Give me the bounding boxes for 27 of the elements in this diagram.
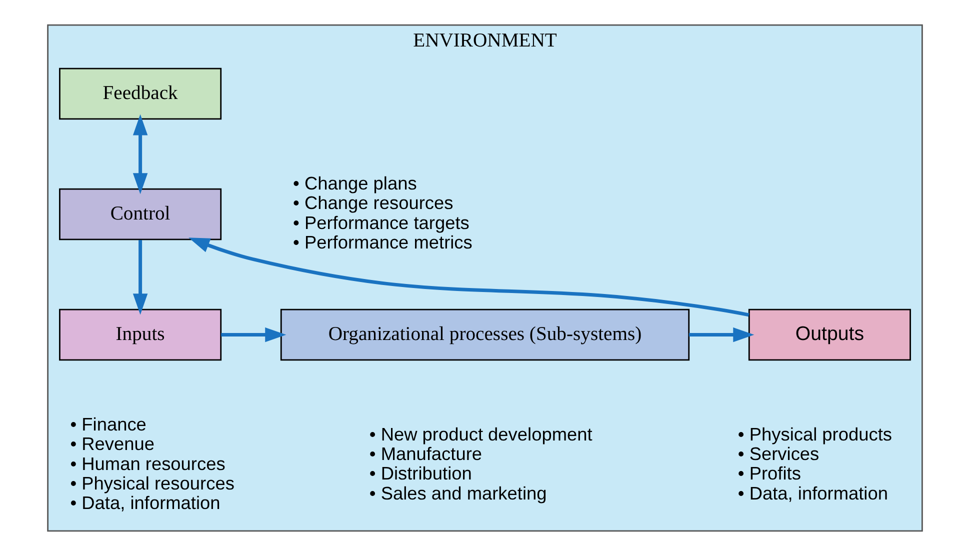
arrow	[132, 114, 148, 194]
node-label: • Sales and marketing	[368, 483, 546, 504]
node-box: Outputs	[748, 308, 910, 361]
node-box: Control	[58, 188, 222, 240]
arrow	[220, 327, 286, 342]
node-label: • New product development	[368, 424, 592, 444]
node-label: • Distribution	[368, 464, 472, 484]
node-label: • Performance metrics	[292, 232, 472, 252]
node-label: • Physical resources	[70, 473, 234, 494]
arrow	[132, 240, 148, 315]
node-box: Organizational processes (Sub-systems)	[280, 308, 690, 361]
node-label: • Physical products	[737, 424, 892, 444]
node-label: • Change plans	[292, 174, 416, 194]
node-label: • Profits	[737, 464, 800, 484]
node-label: • Human resources	[70, 454, 225, 474]
node-label: • Data, information	[70, 493, 220, 514]
node-label: • Services	[737, 444, 819, 464]
node-box: Inputs	[58, 308, 222, 361]
node-label: • Manufacture	[368, 444, 482, 464]
node-label: • Performance targets	[292, 212, 469, 233]
node-label: • Finance	[70, 414, 146, 435]
node-box: Feedback	[58, 68, 222, 120]
node-label: • Change resources	[292, 193, 453, 214]
arrow	[688, 327, 754, 342]
node-label: • Revenue	[70, 434, 154, 454]
arrow	[188, 238, 749, 317]
node-label: • Data, information	[737, 483, 888, 504]
